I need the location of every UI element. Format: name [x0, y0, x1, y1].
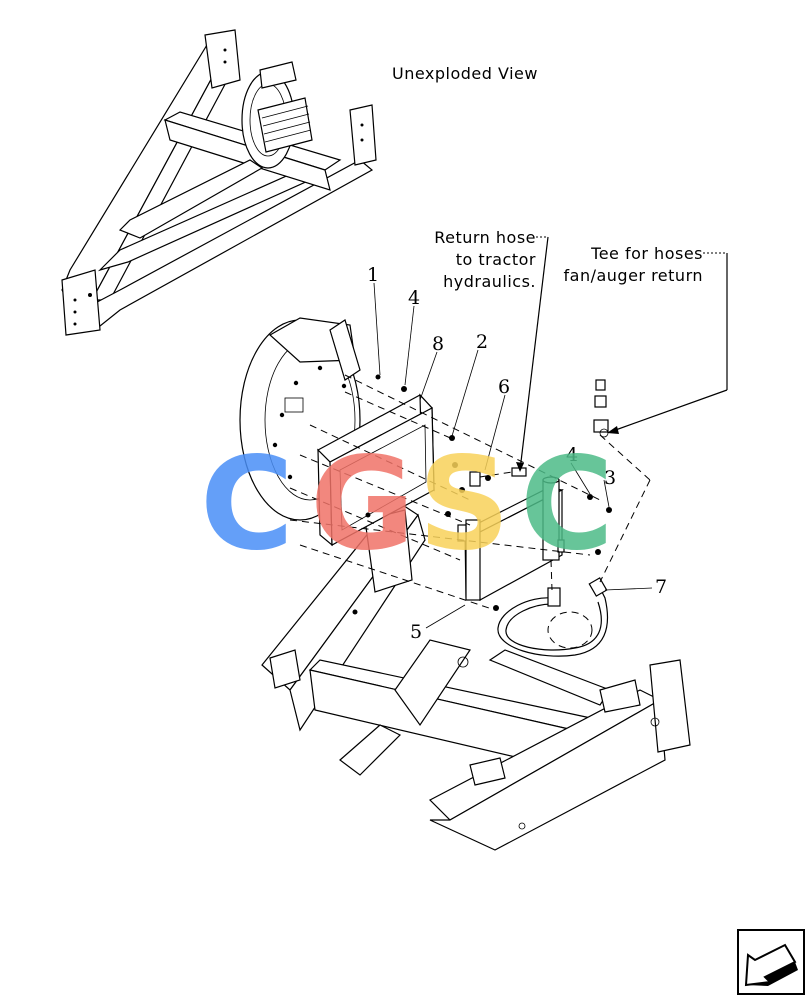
cgsc-watermark-logo: C G S C [200, 430, 614, 579]
return-hose-note: Return hose to tractor hydraulics. [434, 228, 536, 291]
watermark-letter-c1: C [200, 430, 294, 579]
hose-item-7 [497, 577, 609, 657]
return-hose-line-2: to tractor [456, 250, 536, 269]
oil-cooler-item-5 [457, 471, 565, 601]
callout-8: 8 [432, 333, 444, 355]
orientation-arrow-icon [737, 929, 805, 995]
callout-7: 7 [655, 576, 667, 598]
tee-fitting-assembly [511, 379, 609, 477]
callout-5: 5 [410, 621, 422, 643]
return-hose-line-1: Return hose [434, 228, 536, 247]
watermark-letter-s: S [418, 430, 510, 579]
tee-note: Tee for hoses fan/auger return [564, 244, 704, 285]
shroud-frame-item-8 [317, 393, 435, 547]
callout-4-upper: 4 [408, 287, 420, 309]
callout-1: 1 [367, 264, 379, 286]
unexploded-frame-drawing [61, 29, 377, 336]
main-frame-drawing [261, 499, 691, 851]
leader-lines [373, 236, 728, 629]
tee-note-line-2: fan/auger return [564, 266, 704, 285]
callout-6: 6 [498, 376, 510, 398]
watermark-letter-c2: C [520, 430, 614, 579]
callout-3: 3 [604, 467, 616, 489]
callout-4-right: 4 [566, 444, 578, 466]
callout-2: 2 [476, 331, 488, 353]
explosion-lines [289, 374, 651, 611]
return-hose-line-3: hydraulics. [443, 272, 536, 291]
unexploded-view-label: Unexploded View [392, 64, 538, 83]
watermark-letter-g: G [310, 430, 415, 579]
tee-note-line-1: Tee for hoses [590, 244, 703, 263]
